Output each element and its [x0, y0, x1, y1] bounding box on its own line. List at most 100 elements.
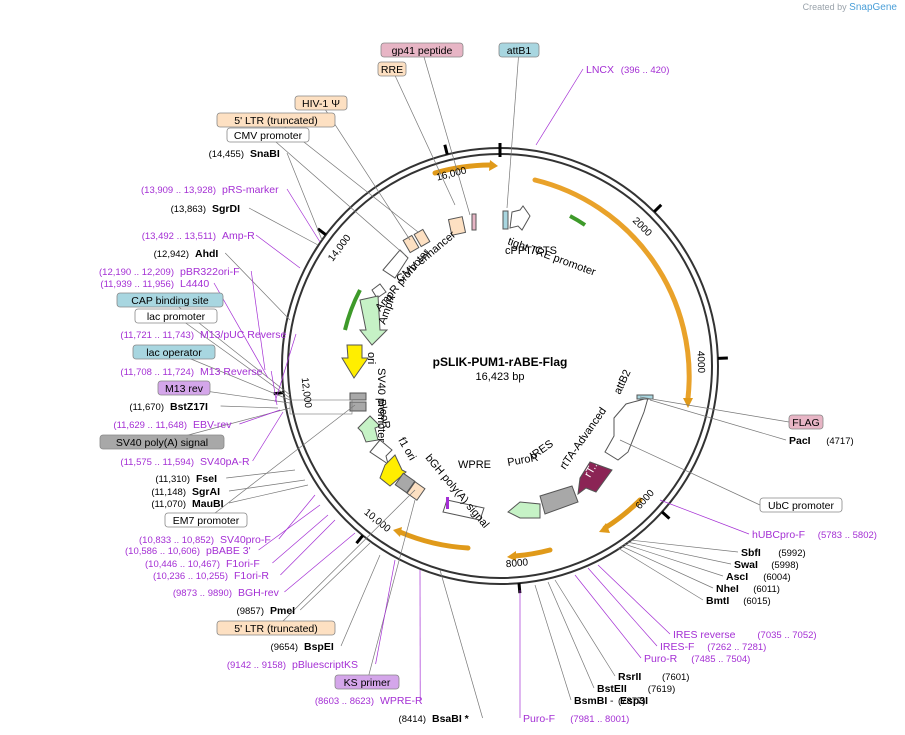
site-position: (7981 .. 8001): [570, 714, 629, 725]
leader-line: [284, 532, 356, 593]
site-position: (11,310): [155, 474, 190, 485]
site-name: BmtI: [706, 595, 729, 607]
site-position: (8414): [399, 714, 426, 725]
feature-label-box: [788, 414, 824, 430]
leader-line: [506, 49, 520, 209]
snapgene-brand: SnapGene: [849, 2, 897, 13]
ring-tick-label: 6000: [634, 488, 657, 512]
site-position: (7601): [662, 672, 689, 683]
leader-line: [639, 396, 790, 423]
site-position: (11,629 .. 11,648): [113, 420, 187, 431]
site-name: BsaBI *: [432, 713, 470, 725]
leader-line: [175, 315, 291, 399]
feature-label: SV40 poly(A) signal: [116, 437, 208, 449]
ring-tick: [661, 510, 671, 520]
ring-tick: [355, 534, 364, 545]
feature-label-box: [498, 42, 540, 58]
feature-label: HIV-1 Ψ: [302, 98, 340, 110]
site-name: pRS-marker: [222, 184, 279, 196]
site-name: Puro-R: [644, 653, 678, 665]
feature-label: RRE: [381, 64, 403, 76]
site-position: (5998): [771, 560, 798, 571]
site-position: (6011): [753, 584, 780, 595]
arc-arrowhead: [489, 160, 498, 171]
site-name: SgrDI: [212, 203, 240, 215]
site-name: BspEI: [304, 641, 334, 653]
site-name: Amp-R: [222, 230, 255, 242]
site-name: pBR322ori-F: [180, 266, 240, 278]
feature-label-box: [226, 127, 310, 143]
site-position: (10,833 .. 10,852): [139, 535, 214, 546]
green-arc: [569, 214, 587, 227]
feature-label: 5' LTR (truncated): [234, 115, 318, 127]
leader-line: [239, 409, 281, 425]
site-name: SV40pro-F: [220, 534, 271, 546]
site-position: (7485 .. 7504): [691, 654, 750, 665]
inner-label: WPRE: [458, 459, 491, 471]
leader-line: [391, 68, 456, 206]
arc-10000: [397, 529, 471, 551]
feature-label: attB1: [507, 45, 532, 57]
arc-arrowhead: [599, 523, 610, 533]
arc-tre-to-attb2: [532, 177, 692, 401]
leader-line: [375, 559, 396, 665]
site-position: (9142 .. 9158): [227, 660, 286, 671]
inner-label: attB2: [612, 368, 634, 396]
inner-label: BleoR: [375, 398, 392, 430]
feature-label: KS primer: [344, 677, 391, 689]
feature-label: lac promoter: [147, 311, 206, 323]
site-name: M13/pUC Reverse: [200, 329, 287, 341]
site-name: LNCX: [586, 64, 614, 76]
credit-prefix: Created by: [802, 2, 847, 12]
site-position: (396 .. 420): [621, 65, 670, 76]
site-name: IRES-F: [660, 641, 694, 653]
feature-label: M13 rev: [165, 383, 204, 395]
tre-promoter-arrow: [509, 205, 531, 231]
attb2-arrow: [604, 397, 649, 461]
feature-label: lac operator: [146, 347, 202, 359]
leader-line: [278, 494, 316, 540]
site-position: (7619): [648, 684, 675, 695]
leader-line: [626, 541, 732, 565]
gp41-box: [471, 213, 477, 231]
feature-label-box: [134, 308, 218, 324]
feature-label-box: [294, 95, 348, 111]
site-position: (12,942): [154, 249, 189, 260]
site-name: MauBI: [192, 498, 224, 510]
leader-line: [439, 569, 483, 719]
site-position: (4717): [826, 436, 853, 447]
site-position: (10,446 .. 10,467): [145, 559, 220, 570]
leader-line: [534, 584, 572, 701]
site-position: (8603 .. 8623): [315, 696, 374, 707]
site-name: Puro-F: [523, 713, 555, 725]
arc-arrowhead: [393, 527, 402, 537]
site-name: RsrII: [618, 671, 641, 683]
em7-box: [349, 401, 367, 412]
site-name: pBABE 3': [206, 545, 251, 557]
leader-line: [286, 152, 323, 241]
leader-line: [274, 333, 297, 403]
leader-line: [340, 554, 381, 647]
ltr-box: [413, 228, 431, 248]
feature-label-box: [334, 674, 400, 690]
leader-line: [280, 519, 336, 576]
feature-label: CAP binding site: [131, 295, 209, 307]
rtta-arrow: [577, 461, 613, 496]
leader-line: [272, 514, 329, 564]
feature-label-box: [759, 497, 843, 513]
ring-tick-label: 4000: [694, 351, 706, 374]
leader-line: [299, 542, 371, 611]
separator: -: [610, 695, 614, 707]
leader-line: [220, 405, 279, 409]
site-name: IRES reverse: [673, 629, 736, 641]
site-position: (7035 .. 7052): [757, 630, 816, 641]
leader-line: [535, 68, 584, 146]
feature-label-box: [377, 61, 407, 77]
inner-label: SV40 promoter: [375, 368, 387, 442]
site-position: (9857): [237, 606, 264, 617]
wpre-purple: [446, 497, 449, 509]
site-name: F1ori-F: [226, 558, 260, 570]
site-position: (10,586 .. 10,606): [125, 546, 200, 557]
site-position: (7262 .. 7281): [707, 642, 766, 653]
ltr-box-2: [406, 481, 426, 501]
